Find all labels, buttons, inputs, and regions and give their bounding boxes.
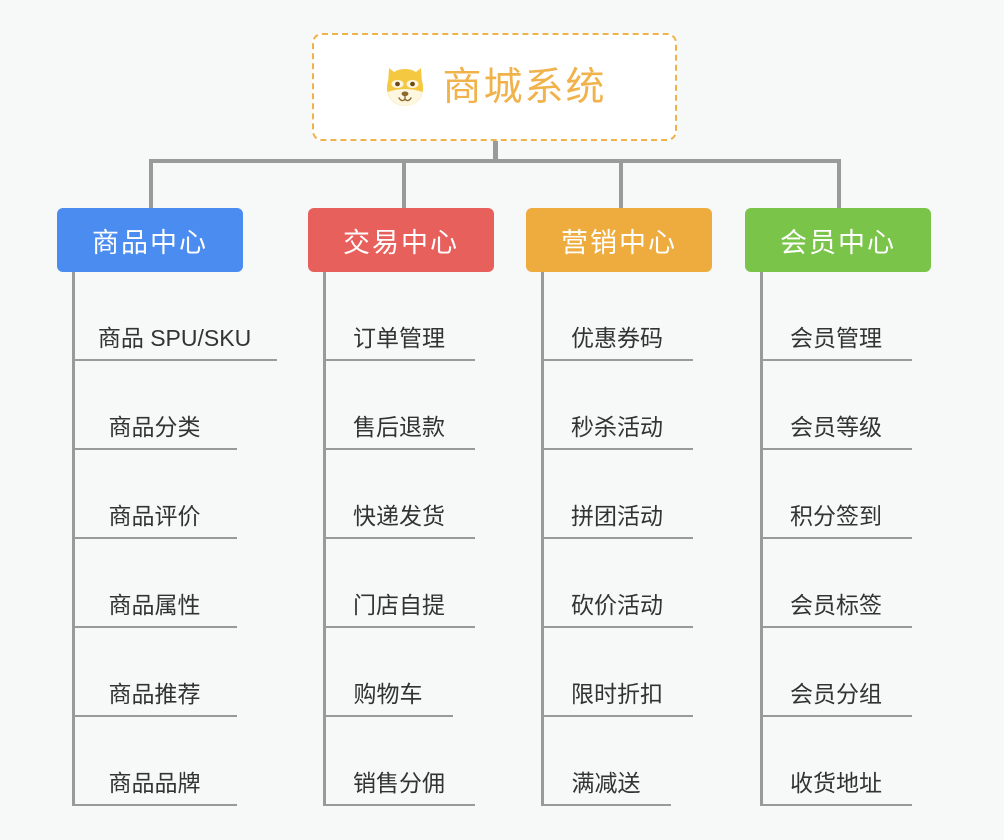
leaf-list-marketing: 优惠券码 秒杀活动 拼团活动 砍价活动 限时折扣 满减送	[526, 272, 712, 806]
leaf-label: 购物车	[353, 681, 423, 708]
leaf-label: 积分签到	[790, 503, 882, 530]
leaf-label: 会员分组	[790, 681, 882, 708]
leaf-item[interactable]: 售后退款	[323, 361, 475, 450]
leaf-list-product: 商品 SPU/SKU 商品分类 商品评价 商品属性 商品推荐 商品品牌	[57, 272, 277, 806]
leaf-label: 限时折扣	[571, 681, 663, 708]
leaf-label: 优惠券码	[571, 325, 663, 352]
leaf-label: 门店自提	[353, 592, 445, 619]
category-title: 会员中心	[780, 227, 896, 258]
connector-drop-3	[619, 159, 623, 209]
root-node[interactable]: 商城系统	[312, 33, 677, 141]
leaf-label: 会员等级	[790, 414, 882, 441]
category-column-product: 商品中心 商品 SPU/SKU 商品分类 商品评价 商品属性 商品推荐 商品品牌	[57, 208, 277, 806]
category-column-member: 会员中心 会员管理 会员等级 积分签到 会员标签 会员分组 收货地址	[745, 208, 931, 806]
connector-drop-4	[837, 159, 841, 209]
root-title: 商城系统	[442, 65, 607, 109]
leaf-label: 订单管理	[353, 325, 445, 352]
leaf-item[interactable]: 砍价活动	[541, 539, 693, 628]
leaf-label: 会员管理	[790, 325, 882, 352]
leaf-item[interactable]: 商品评价	[72, 450, 237, 539]
leaf-item[interactable]: 优惠券码	[541, 272, 693, 361]
connector-root-stem	[493, 141, 498, 162]
leaf-item[interactable]: 收货地址	[760, 717, 912, 806]
category-title: 交易中心	[343, 227, 459, 258]
category-header-trade[interactable]: 交易中心	[308, 208, 494, 272]
category-column-marketing: 营销中心 优惠券码 秒杀活动 拼团活动 砍价活动 限时折扣 满减送	[526, 208, 712, 806]
category-title: 商品中心	[92, 227, 208, 258]
leaf-label: 拼团活动	[571, 503, 663, 530]
column-spine	[72, 272, 75, 806]
category-header-member[interactable]: 会员中心	[745, 208, 931, 272]
leaf-label: 快递发货	[353, 503, 445, 530]
leaf-item[interactable]: 商品属性	[72, 539, 237, 628]
leaf-label: 商品评价	[108, 503, 201, 530]
leaf-list-trade: 订单管理 售后退款 快递发货 门店自提 购物车 销售分佣	[308, 272, 494, 806]
leaf-item[interactable]: 会员分组	[760, 628, 912, 717]
leaf-item[interactable]: 会员标签	[760, 539, 912, 628]
leaf-item[interactable]: 商品 SPU/SKU	[72, 272, 277, 361]
leaf-label: 会员标签	[790, 592, 882, 619]
category-header-marketing[interactable]: 营销中心	[526, 208, 712, 272]
leaf-item[interactable]: 商品分类	[72, 361, 237, 450]
leaf-label: 满减送	[571, 770, 641, 797]
leaf-label: 售后退款	[353, 414, 445, 441]
leaf-item[interactable]: 拼团活动	[541, 450, 693, 539]
leaf-label: 收货地址	[790, 770, 882, 797]
column-spine	[323, 272, 326, 806]
leaf-list-member: 会员管理 会员等级 积分签到 会员标签 会员分组 收货地址	[745, 272, 931, 806]
connector-drop-1	[149, 159, 153, 209]
column-spine	[541, 272, 544, 806]
category-header-product[interactable]: 商品中心	[57, 208, 243, 272]
leaf-item[interactable]: 商品品牌	[72, 717, 237, 806]
leaf-label: 销售分佣	[353, 770, 445, 797]
connector-horizontal-bus	[151, 159, 840, 163]
leaf-label: 商品属性	[108, 592, 201, 619]
leaf-item[interactable]: 销售分佣	[323, 717, 475, 806]
leaf-item[interactable]: 会员等级	[760, 361, 912, 450]
leaf-item[interactable]: 限时折扣	[541, 628, 693, 717]
leaf-item[interactable]: 秒杀活动	[541, 361, 693, 450]
leaf-item[interactable]: 门店自提	[323, 539, 475, 628]
connector-drop-2	[402, 159, 406, 209]
leaf-label: 商品推荐	[108, 681, 201, 708]
leaf-item[interactable]: 满减送	[541, 717, 671, 806]
leaf-item[interactable]: 商品推荐	[72, 628, 237, 717]
category-title: 营销中心	[561, 227, 677, 258]
column-spine	[760, 272, 763, 806]
leaf-item[interactable]: 购物车	[323, 628, 453, 717]
leaf-item[interactable]: 快递发货	[323, 450, 475, 539]
leaf-item[interactable]: 积分签到	[760, 450, 912, 539]
leaf-label: 砍价活动	[571, 592, 663, 619]
leaf-label: 商品品牌	[108, 770, 201, 797]
category-column-trade: 交易中心 订单管理 售后退款 快递发货 门店自提 购物车 销售分佣	[308, 208, 494, 806]
leaf-item[interactable]: 会员管理	[760, 272, 912, 361]
leaf-item[interactable]: 订单管理	[323, 272, 475, 361]
leaf-label: 秒杀活动	[571, 414, 663, 441]
shiba-dog-face-icon	[382, 64, 428, 110]
leaf-label: 商品 SPU/SKU	[97, 325, 252, 352]
leaf-label: 商品分类	[108, 414, 201, 441]
